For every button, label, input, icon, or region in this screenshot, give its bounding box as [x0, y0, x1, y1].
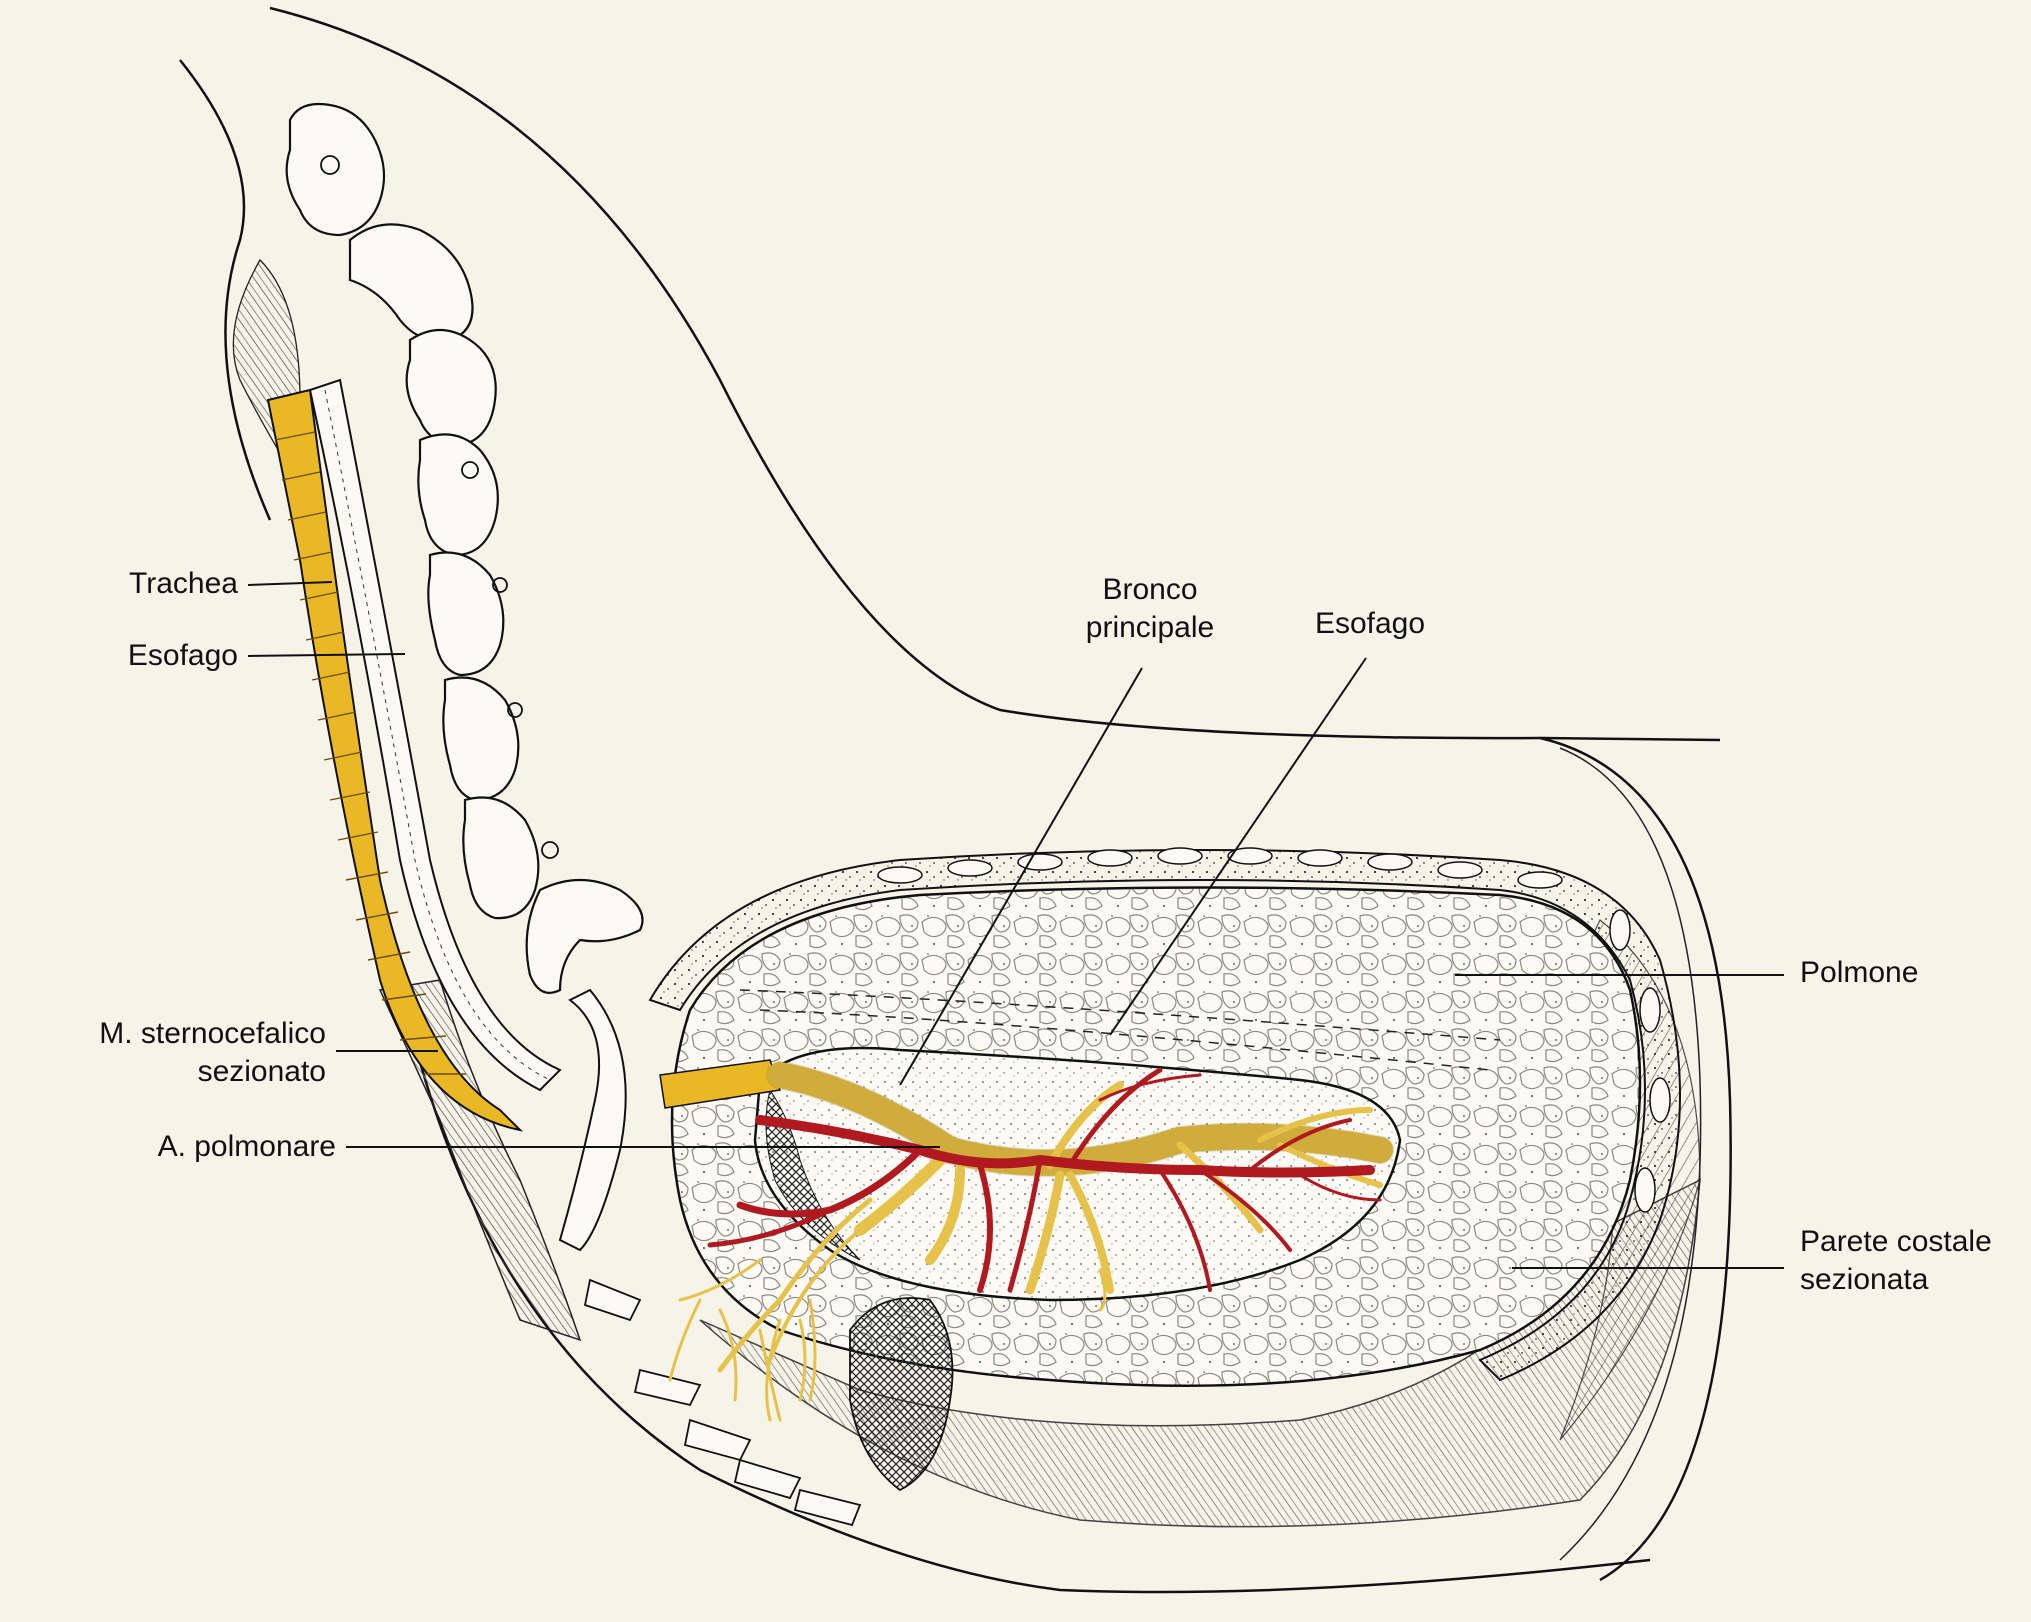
label-parete-line2: sezionata — [1800, 1263, 1929, 1296]
trachea-rings — [274, 431, 466, 1075]
body-outline — [269, 6, 1721, 742]
label-polmone: Polmone — [1800, 956, 1919, 989]
rib-stubs — [583, 1278, 862, 1527]
esophagus — [308, 378, 562, 1092]
label-trachea: Trachea — [129, 567, 238, 600]
heart-region — [849, 1297, 954, 1492]
costal-wall-top — [648, 849, 1681, 1382]
label-sternocefalico-line1: M. sternocefalico — [99, 1017, 326, 1050]
label-polmonare: A. polmonare — [157, 1130, 336, 1163]
label-esofago-left: Esofago — [127, 639, 238, 672]
first-rib — [558, 988, 627, 1252]
label-parete-line1: Parete costale — [1800, 1225, 1992, 1258]
lung-dashed-line-2 — [759, 1009, 1491, 1071]
pulmonary-artery — [707, 1067, 1382, 1293]
leader-bronco — [899, 667, 1143, 1086]
trachea — [266, 388, 524, 1132]
diaphragm-outline — [1539, 736, 1732, 1582]
leader-esofago-right — [1109, 657, 1367, 1036]
bronchus-entry-band — [659, 1059, 781, 1109]
peripheral-bronchioles — [668, 1298, 807, 1422]
label-esofago-right: Esofago — [1314, 607, 1426, 640]
leader-trachea — [247, 581, 333, 586]
label-sternocefalico-line2: sezionato — [197, 1055, 326, 1088]
label-bronco-line2: principale — [1085, 611, 1215, 644]
leader-esofago-left — [247, 653, 406, 657]
hilum-shadow — [765, 1088, 861, 1261]
vertebral-processes — [320, 155, 559, 859]
costal-wall-ovals — [877, 847, 1671, 1213]
neck-ventral-outline — [179, 59, 272, 521]
ventral-muscle — [699, 1178, 1701, 1528]
vertebral-column — [285, 102, 644, 994]
label-bronco-line1: Bronco — [1102, 573, 1198, 606]
lung-dashed-line-1 — [739, 989, 1501, 1041]
leader-lines — [247, 581, 1784, 1269]
diaphragm-inner — [1559, 747, 1702, 1561]
